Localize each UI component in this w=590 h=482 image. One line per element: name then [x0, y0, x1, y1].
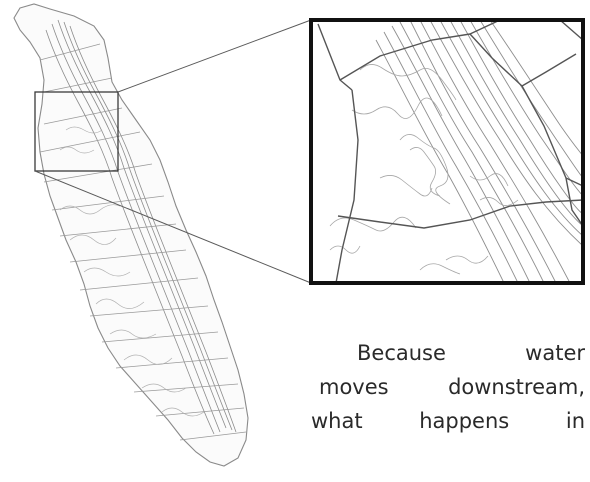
watershed-boundaries — [39, 43, 247, 441]
island-outline — [13, 3, 249, 467]
caption-text: Because water moves downstream, what hap… — [311, 336, 585, 438]
connector-line-bottom — [34, 170, 312, 284]
locator-box — [34, 91, 119, 172]
connector-line-top — [117, 19, 312, 93]
valley-contours — [59, 126, 205, 417]
caption-line-2: moves downstream, — [319, 375, 585, 399]
zoom-inset — [311, 20, 583, 283]
zoom-inset-frame — [309, 18, 585, 285]
caption-line-3: what happens in — [311, 409, 585, 433]
caption-line-1: Because water — [357, 341, 585, 365]
